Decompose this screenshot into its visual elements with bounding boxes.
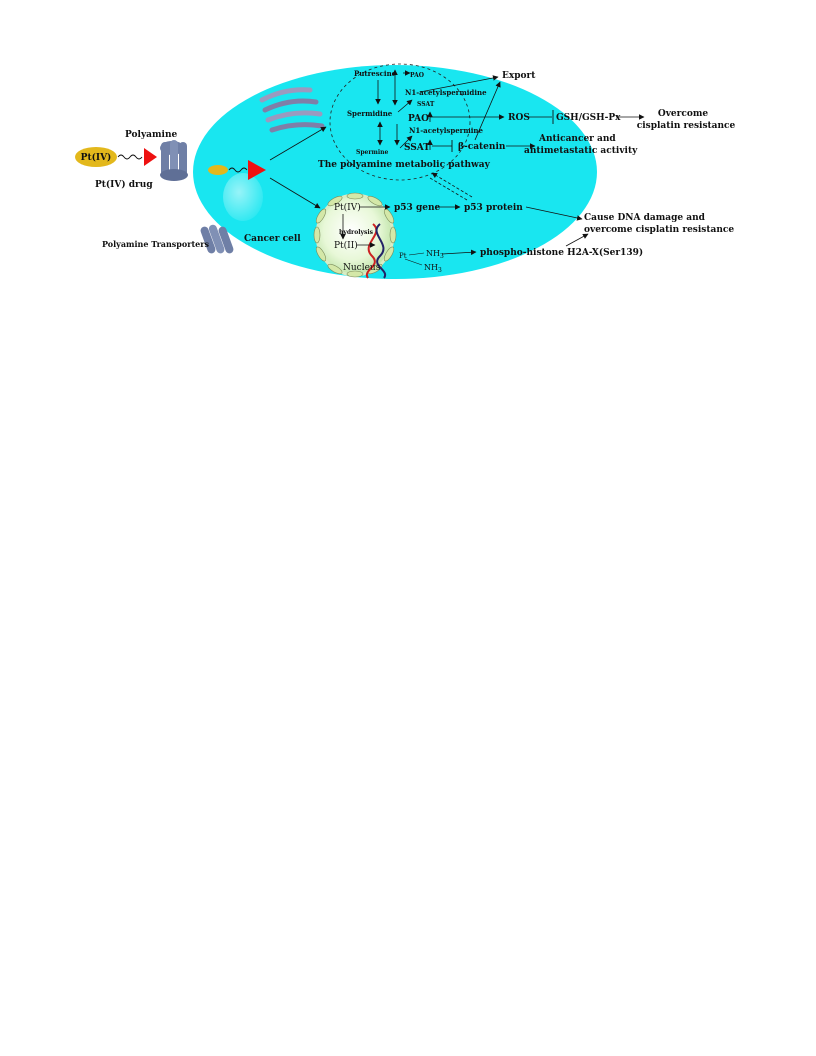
nuc-pt2-label: Pt(II) bbox=[334, 240, 358, 251]
figure-canvas: Pt(IV) Polyamine Pt(IV) drug Polyamine T… bbox=[75, 63, 736, 279]
polyamine-transporters-label: Polyamine Transporters bbox=[102, 239, 209, 249]
pathway-circle bbox=[329, 63, 471, 181]
cancer-cell-body bbox=[193, 65, 597, 279]
overcome-line-1: Overcome bbox=[658, 109, 709, 119]
cancer-cell-label: Cancer cell bbox=[244, 234, 301, 244]
hydrolysis-label: hydrolysis bbox=[339, 229, 374, 236]
arrow-catenin-to-export bbox=[474, 81, 501, 141]
golgi-organelle bbox=[259, 87, 325, 133]
phospho-histone-label: phospho-histone H2A-X(Ser139) bbox=[480, 247, 643, 258]
pt4-drug-label: Pt(IV) drug bbox=[95, 179, 153, 190]
pt4-capsule-label: Pt(IV) bbox=[81, 152, 112, 163]
pao-top-label: PAO bbox=[410, 72, 424, 79]
nh3-lower-label: NH3 bbox=[424, 263, 442, 274]
gsh-label: GSH/GSH-Px bbox=[556, 113, 621, 123]
anticancer-line-1: Anticancer and bbox=[538, 134, 616, 144]
n1-acetylspermine-label: N1-acetylspermine bbox=[409, 126, 484, 135]
arrow-to-pathway bbox=[269, 126, 327, 161]
p53-gene-label: p53 gene bbox=[394, 203, 441, 213]
polyamine-label: Polyamine bbox=[125, 130, 177, 140]
nucleus-label: Nucleus bbox=[343, 263, 381, 273]
ssat-top-label: SSAT bbox=[417, 101, 435, 108]
arrow-to-export bbox=[419, 75, 499, 93]
dna-damage-line-2: overcome cisplatin resistance bbox=[584, 225, 734, 235]
spermine-label: Spermine bbox=[356, 149, 388, 156]
dashed-arrow-p53-to-pathway bbox=[431, 172, 473, 198]
bond-nh3-lower bbox=[404, 258, 423, 266]
vesicle bbox=[223, 173, 263, 221]
nucleus bbox=[313, 192, 397, 279]
pt4-drug-inside-icon bbox=[208, 160, 266, 180]
polyamine-transporter-lower-icon bbox=[200, 224, 234, 254]
dna-helix-icon bbox=[365, 223, 387, 279]
dashed-arrow-p53-to-pathway-2 bbox=[429, 177, 468, 201]
pathway-arrows bbox=[375, 69, 433, 150]
pt-atom-label: Pt bbox=[399, 252, 407, 260]
putrescine-label: Putrescine bbox=[354, 69, 397, 78]
pt4-drug-icon bbox=[75, 147, 157, 167]
export-label: Export bbox=[502, 71, 536, 81]
bond-nh3-upper bbox=[408, 252, 425, 256]
pao-mid-label: PAO bbox=[408, 114, 429, 124]
polyamine-transporter-icon bbox=[160, 140, 188, 181]
polyamine-pt4-mechanism-figure: Pt(IV) Polyamine Pt(IV) drug Polyamine T… bbox=[0, 0, 816, 300]
arrow-nh3-to-phospho bbox=[441, 249, 477, 256]
ros-label: ROS bbox=[508, 113, 530, 123]
beta-catenin-label: β-catenin bbox=[458, 142, 506, 152]
pathway-title: The polyamine metabolic pathway bbox=[318, 160, 491, 170]
arrow-phospho-to-dna-damage bbox=[565, 233, 589, 247]
nuc-pt4-label: Pt(IV) bbox=[334, 202, 361, 213]
p53-protein-label: p53 protein bbox=[464, 203, 523, 213]
nh3-upper-label: NH3 bbox=[426, 249, 444, 260]
spermidine-label: Spermidine bbox=[347, 109, 393, 118]
ssat-mid-label: SSAT bbox=[404, 143, 430, 153]
anticancer-line-2: antimetastatic activity bbox=[524, 146, 638, 156]
arrow-p53-to-dna-damage bbox=[525, 206, 583, 221]
overcome-line-2: cisplatin resistance bbox=[637, 121, 736, 131]
n1-acetylspermidine-label: N1-acetylspermidine bbox=[405, 88, 487, 97]
arrow-to-nucleus bbox=[269, 177, 321, 209]
dna-damage-line-1: Cause DNA damage and bbox=[584, 213, 706, 223]
